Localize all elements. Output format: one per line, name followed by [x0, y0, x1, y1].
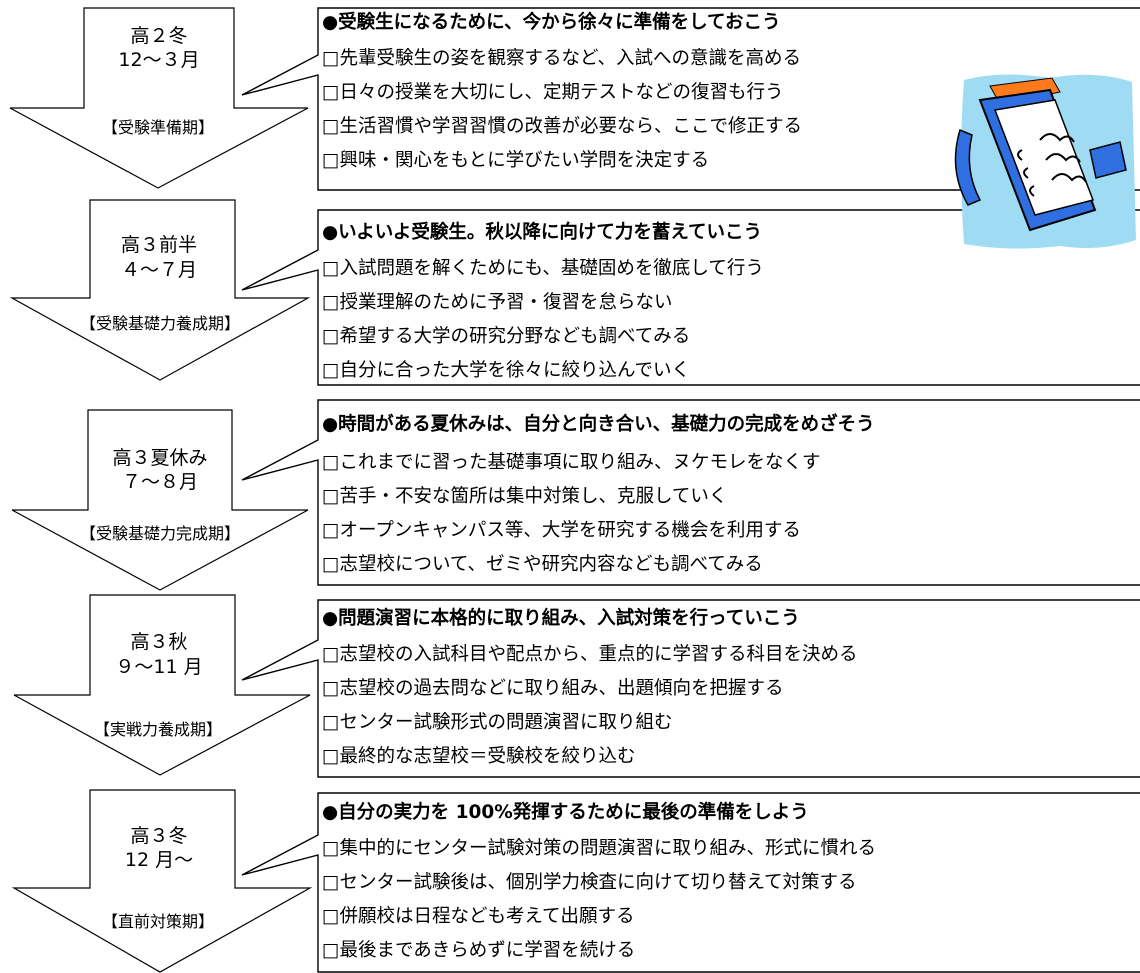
checklist-item: □オープンキャンパス等、大学を研究する機会を利用する: [322, 520, 801, 541]
checklist-item: □最終的な志望校＝受験校を絞り込む: [322, 746, 636, 767]
checklist-item: □日々の授業を大切にし、定期テストなどの復習も行う: [322, 82, 784, 103]
checklist-item: □入試問題を解くためにも、基礎固めを徹底して行う: [322, 258, 764, 279]
stage-months: 12 月～: [124, 849, 194, 871]
stage-arrow: [9, 199, 311, 381]
stage-heading: ●時間がある夏休みは、自分と向き合い、基礎力の完成をめざそう: [322, 414, 875, 435]
stage-callout: [241, 209, 1140, 386]
stage-name: 高３冬: [130, 825, 188, 847]
stage-arrow: [9, 7, 309, 189]
stage-period: 【受験準備期】: [101, 118, 214, 137]
checklist-item: □生活習慣や学習習慣の改善が必要なら、ここで修正する: [322, 116, 802, 137]
checklist-item: □集中的にセンター試験対策の問題演習に取り組み、形式に慣れる: [322, 838, 876, 859]
stage-months: ９～11 月: [115, 656, 203, 678]
checklist-item: □これまでに習った基礎事項に取り組み、ヌケモレをなくす: [322, 452, 821, 473]
stage-name: 高３秋: [130, 631, 188, 653]
checklist-item: □苦手・不安な箇所は集中対策し、克服していく: [322, 486, 728, 507]
checklist-item: □最後まであきらめずに学習を続ける: [322, 940, 636, 961]
notebook-icon: [954, 74, 1136, 249]
stage-period: 【直前対策期】: [101, 912, 214, 931]
checklist-item: □先輩受験生の姿を観察するなど、入試への意識を高める: [322, 48, 802, 69]
checklist-item: □授業理解のために予習・復習を怠らない: [322, 292, 673, 313]
stage-arrow: [13, 594, 311, 776]
stage-callout: [241, 399, 1140, 586]
stage-arrow: [11, 789, 313, 973]
stage-period: 【実戦力養成期】: [93, 720, 222, 739]
stage-heading: ●問題演習に本格的に取り組み、入試対策を行っていこう: [322, 608, 800, 629]
checklist-item: □希望する大学の研究分野なども調べてみる: [322, 326, 691, 347]
stage-months: 12～３月: [118, 49, 200, 71]
stage-arrow: [11, 409, 309, 591]
stage-months: ７～８月: [121, 471, 198, 493]
checklist-item: □センター試験後は、個別学力検査に向けて切り替えて対策する: [322, 872, 857, 893]
stage-callout: [241, 792, 1140, 973]
stage-callout: [241, 599, 1140, 778]
stage-callout: [241, 7, 1140, 191]
stage-name: 高２冬: [130, 25, 188, 47]
checklist-item: □志望校について、ゼミや研究内容なども調べてみる: [322, 554, 763, 575]
stage-months: ４～７月: [120, 259, 197, 281]
checklist-item: □興味・関心をもとに学びたい学問を決定する: [322, 150, 710, 171]
stage-period: 【受験基礎力養成期】: [79, 314, 240, 333]
checklist-item: □併願校は日程なども考えて出願する: [322, 906, 635, 927]
checklist-item: □志望校の過去問などに取り組み、出題傾向を把握する: [322, 678, 784, 699]
stage-name: 高３前半: [120, 234, 197, 256]
stage-heading: ●受験生になるために、今から徐々に準備をしておこう: [322, 12, 781, 33]
stage-heading: ●いよいよ受験生。秋以降に向けて力を蓄えていこう: [322, 222, 762, 243]
checklist-item: □志望校の入試科目や配点から、重点的に学習する科目を決める: [322, 644, 858, 665]
stage-heading: ●自分の実力を 100%発揮するために最後の準備をしよう: [322, 802, 809, 823]
stage-name: 高３夏休み: [112, 447, 208, 469]
checklist-item: □自分に合った大学を徐々に絞り込んでいく: [322, 360, 691, 381]
stage-period: 【受験基礎力完成期】: [79, 524, 240, 543]
checklist-item: □センター試験形式の問題演習に取り組む: [322, 712, 673, 733]
